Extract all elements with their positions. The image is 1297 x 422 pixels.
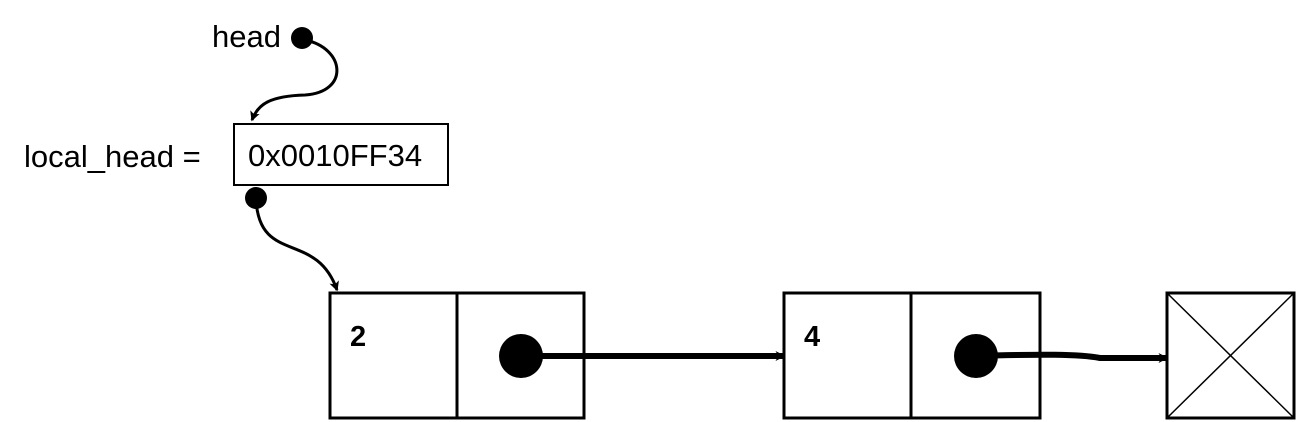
local-head-pointer-dot [245, 187, 267, 209]
node-data-cell [328, 291, 459, 420]
head-label: head [212, 19, 281, 54]
null-terminator-box [1165, 291, 1296, 420]
node-value: 4 [804, 321, 820, 353]
head-pointer-dot [291, 27, 313, 49]
local-head-label: local_head = [24, 139, 201, 174]
node-value: 2 [350, 321, 366, 353]
local-head-pointer-arrow [254, 199, 339, 292]
head-pointer-arrow [250, 38, 339, 122]
next-pointer-arrow [975, 351, 1169, 363]
local-head-address: 0x0010FF34 [248, 138, 422, 173]
local-head-box [233, 123, 449, 186]
node-data-cell [782, 291, 913, 420]
